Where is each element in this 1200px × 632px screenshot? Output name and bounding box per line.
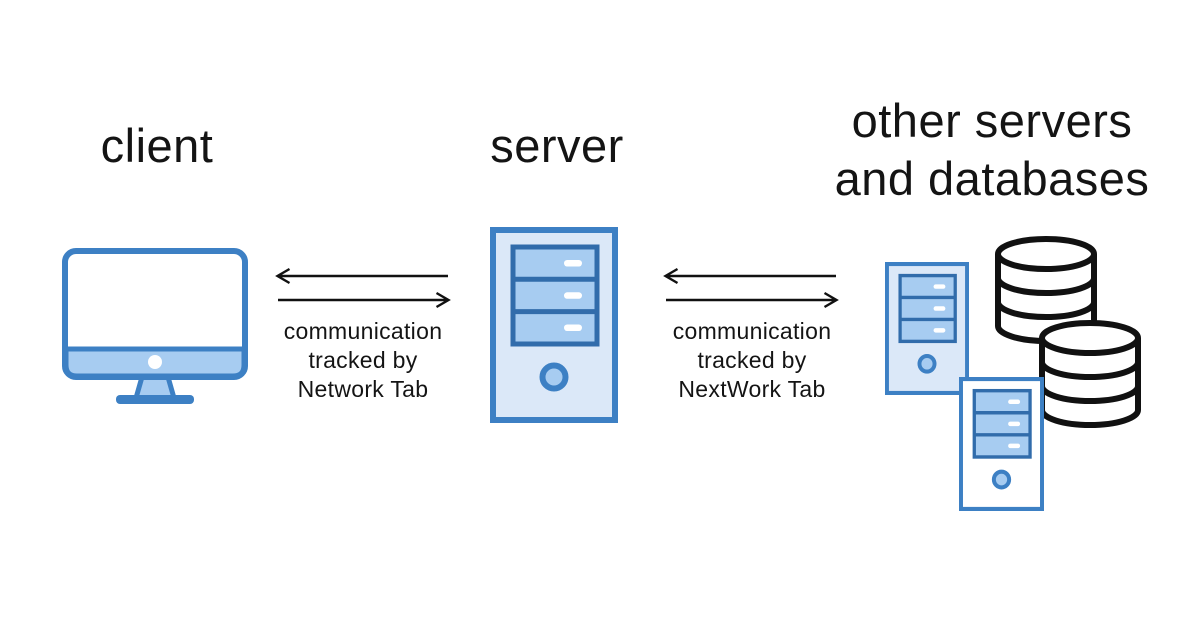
server-databases-arrows-icon: [663, 267, 839, 309]
other-server-tower-icon-2: [959, 377, 1044, 511]
nextwork-tab-caption-line-3: NextWork Tab: [678, 376, 826, 402]
network-tab-caption-line-2: tracked by: [308, 347, 418, 373]
server-title: server: [490, 119, 624, 172]
client-title: client: [100, 119, 214, 172]
other-server-tower-icon-1: [885, 262, 969, 395]
nextwork-tab-caption-line-2: tracked by: [697, 347, 807, 373]
client-server-arrows-icon: [275, 267, 451, 309]
database-cylinder-icon-1: [995, 236, 1097, 344]
nextwork-tab-caption-line-1: communication: [672, 318, 832, 344]
nextwork-tab-caption: communication tracked by NextWork Tab: [642, 317, 862, 404]
other-servers-title-line-1: other servers: [851, 94, 1133, 147]
server-tower-icon: [490, 227, 618, 423]
client-monitor-icon: [62, 248, 248, 404]
network-tab-caption-line-1: communication: [283, 318, 443, 344]
database-cylinder-icon-2: [1039, 320, 1141, 428]
network-tab-caption-line-3: Network Tab: [297, 376, 429, 402]
network-tab-caption: communication tracked by Network Tab: [253, 317, 473, 404]
other-servers-title-line-2: and databases: [834, 152, 1150, 205]
other-servers-title: other servers and databases: [802, 92, 1182, 208]
